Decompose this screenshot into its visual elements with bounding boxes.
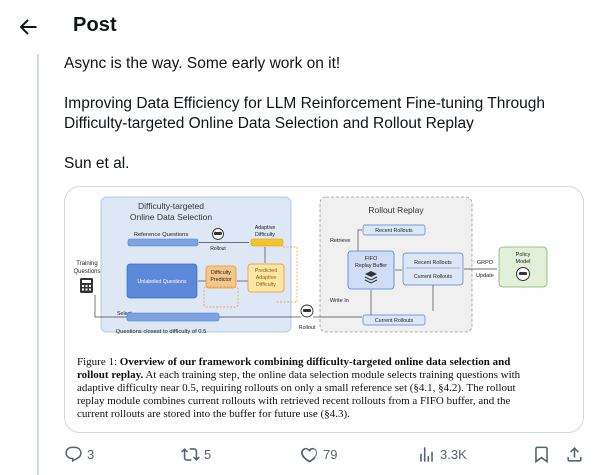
caption-line-2: rollout replay. At each training step, t… [77, 369, 521, 381]
select-label: Select [117, 311, 132, 317]
rollout-label-bottom: Rollout [299, 325, 316, 331]
write-in-label: Write In [330, 298, 349, 304]
current-rollouts-bottom-box [362, 314, 426, 326]
rollout-label-top: Rollout [210, 246, 226, 252]
page-title: Post [73, 14, 117, 36]
recent-rollouts-label: Recent Rollouts [414, 260, 452, 266]
caption-line-5: current rollouts are stored into the buf… [77, 408, 350, 420]
predictor-label-1: Difficulty [211, 270, 231, 276]
figure-image-card[interactable]: Difficulty-targeted Online Data Selectio… [64, 186, 584, 433]
framework-figure: Difficulty-targeted Online Data Selectio… [73, 196, 548, 420]
predicted-label-1: Predicted [255, 268, 277, 274]
views-count: 3.3K [440, 446, 467, 462]
top-bar: Post [0, 0, 599, 54]
fifo-buffer-box [347, 250, 395, 290]
adaptive-difficulty-label-2: Difficulty [255, 232, 275, 238]
difficulty-predictor-box [205, 265, 237, 289]
repost-icon [181, 447, 200, 461]
predicted-label-2: Adaptive [256, 275, 277, 281]
unlabeled-questions-box [126, 263, 198, 299]
reply-count: 3 [87, 446, 95, 462]
selected-questions-bar [126, 312, 220, 322]
retrieve-label: Retrieve [330, 238, 350, 244]
like-button[interactable]: 79 [300, 444, 337, 464]
caption-line-3: adaptive difficulty near 0.5, requiring … [77, 382, 516, 394]
llm-robot-icon-bottom [300, 304, 314, 318]
calculator-icon [80, 278, 93, 293]
policy-label-1: Policy [516, 252, 531, 258]
left-title-1: Difficulty-targeted [138, 201, 204, 211]
like-icon [301, 447, 317, 462]
reply-button[interactable]: 3 [64, 444, 94, 464]
unlabeled-questions-label: Unlabeled Questions [137, 279, 187, 285]
right-title: Rollout Replay [368, 205, 424, 215]
combined-rollouts-box [402, 252, 464, 286]
views-icon [420, 446, 433, 462]
recent-rollouts-top-box [362, 224, 426, 236]
predicted-label-3: Difficulty [256, 282, 276, 288]
repost-count: 5 [204, 446, 212, 462]
like-count: 79 [323, 446, 338, 462]
llm-robot-icon [212, 228, 224, 240]
layers-icon [364, 271, 378, 284]
policy-label-2: Model [516, 259, 531, 265]
current-rollouts-label: Current Rollouts [414, 274, 453, 280]
reply-icon [65, 446, 82, 462]
fifo-label-2: Replay Buffer [355, 263, 387, 269]
paper-authors: Sun et al. [64, 155, 130, 172]
training-label-2: Questions [73, 269, 100, 275]
share-button[interactable] [565, 444, 588, 464]
caption-line-4: replay module combines current rollouts … [77, 395, 511, 407]
predicted-difficulty-box [247, 263, 285, 293]
update-label: Update [476, 273, 494, 279]
share-icon [567, 446, 582, 462]
recent-rollouts-top-label: Recent Rollouts [375, 228, 413, 234]
fifo-label-1: FIFO [365, 256, 378, 262]
closest-label: Questions closest to difficulty of 0.5 [116, 329, 207, 335]
bookmark-button[interactable] [532, 444, 555, 464]
back-arrow-icon[interactable] [16, 15, 40, 39]
llm-robot-icon-policy [516, 267, 530, 281]
repost-button[interactable]: 5 [181, 444, 211, 464]
thread-line [37, 54, 39, 475]
paper-title-line-2: Difficulty-targeted Online Data Selectio… [64, 115, 474, 132]
reference-questions-bar [127, 238, 199, 247]
reference-questions-label: Reference Questions [134, 232, 189, 238]
adaptive-difficulty-label-1: Adaptive [255, 225, 276, 231]
training-label-1: Training [76, 261, 97, 267]
post-text-line: Async is the way. Some early work on it! [64, 55, 341, 72]
grpo-label: GRPO [477, 260, 494, 266]
bookmark-icon [535, 446, 548, 463]
caption-line-1: Figure 1: Overview of our framework comb… [77, 356, 510, 368]
views-button[interactable]: 3.3K [417, 444, 467, 464]
predictor-label-2: Predictor [210, 277, 231, 283]
current-rollouts-bottom-label: Current Rollouts [375, 318, 414, 324]
left-title-2: Online Data Selection [130, 212, 212, 222]
paper-title-line-1: Improving Data Efficiency for LLM Reinfo… [64, 95, 546, 112]
adaptive-difficulty-bar [250, 238, 284, 247]
